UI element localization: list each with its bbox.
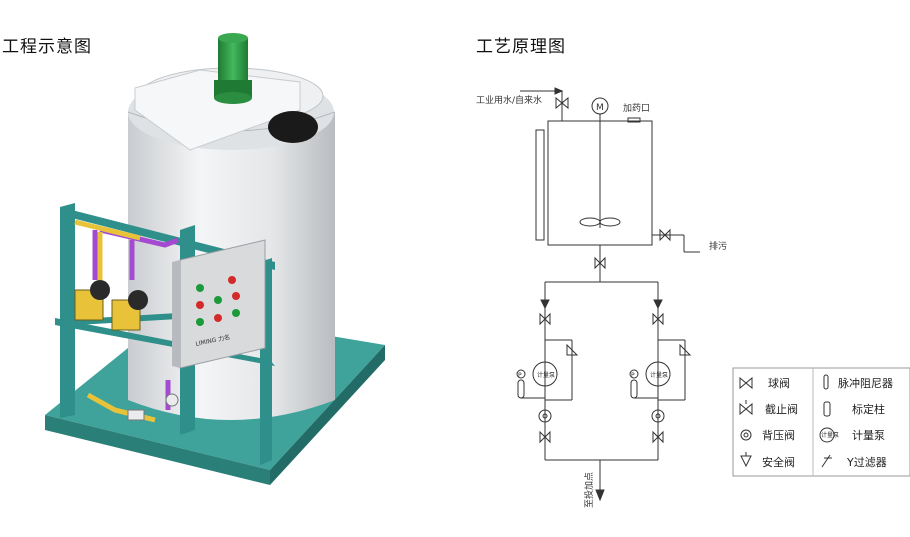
discharge: 至投加点 — [545, 459, 658, 508]
bottom-valves — [127, 393, 179, 421]
mixer-motor — [214, 33, 252, 104]
legend-label-safety-valve: 安全阀 — [762, 455, 795, 469]
drain-label: 排污 — [709, 240, 727, 252]
control-panel: LIMING 力名 — [172, 239, 266, 369]
svg-text:P: P — [631, 372, 635, 379]
process-diagram-title: 工艺原理图 — [476, 37, 566, 57]
legend-label-back-pressure-valve: 背压阀 — [762, 428, 795, 442]
y-strainer-icon — [821, 454, 832, 468]
calibration-column-icon — [823, 401, 831, 417]
water-inlet: 工业用水/自来水 — [476, 87, 569, 121]
dosing-port-label: 加药口 — [623, 103, 650, 114]
stop-valve-icon — [739, 402, 753, 416]
drain-ball-valve-icon — [659, 228, 671, 242]
metering-pump-icon — [819, 427, 835, 443]
svg-text:P: P — [518, 372, 522, 379]
back-pressure-valve-icon — [740, 429, 752, 441]
pump-branch-left: 计量泵 P — [516, 282, 579, 460]
legend-box — [732, 367, 910, 477]
legend-label-stop-valve: 截止阀 — [765, 402, 798, 416]
right-back-pressure-valve-icon — [651, 409, 665, 423]
right-outlet-ball-valve-icon — [652, 430, 664, 444]
legend-label-calibration-column: 标定柱 — [852, 402, 885, 416]
left-metering-pump-icon — [532, 361, 558, 387]
right-stop-valve-icon — [652, 312, 664, 326]
pump-branch-right: 计量泵 P — [629, 282, 692, 460]
svg-text:M: M — [596, 103, 604, 113]
outlet-label: 至投加点 — [583, 472, 595, 508]
svg-text:计量泵: 计量泵 — [537, 371, 555, 379]
equipment-diagram-title: 工程示意图 — [2, 37, 92, 57]
level-gauge — [535, 129, 545, 241]
legend-label-metering-pump: 计量泵 — [852, 429, 885, 442]
metering-pumps — [74, 280, 148, 331]
right-safety-valve-icon — [679, 343, 692, 356]
panel-indicator-lights — [196, 276, 240, 326]
dosing-port — [627, 117, 641, 123]
outlet-ball-valve-icon — [594, 256, 606, 270]
left-back-pressure-valve-icon — [538, 409, 552, 423]
legend-label-y-strainer: Y过滤器 — [846, 456, 887, 469]
legend-label-ball-valve: 球阀 — [768, 376, 790, 390]
inlet-ball-valve-icon — [555, 96, 569, 110]
left-safety-valve-icon — [566, 343, 579, 356]
pulse-damper-icon — [823, 374, 829, 390]
inlet-label: 工业用水/自来水 — [476, 94, 542, 106]
right-metering-pump-icon — [645, 361, 671, 387]
safety-valve-icon — [740, 452, 752, 468]
metering-pump-symbol: 计量泵 — [821, 431, 839, 439]
mixer: M — [579, 97, 621, 228]
left-stop-valve-icon — [539, 312, 551, 326]
drain: 排污 — [652, 228, 727, 253]
left-outlet-ball-valve-icon — [539, 430, 551, 444]
svg-text:计量泵: 计量泵 — [650, 371, 668, 379]
legend-label-pulse-damper: 脉冲阻尼器 — [838, 376, 893, 390]
ball-valve-icon — [739, 376, 753, 390]
